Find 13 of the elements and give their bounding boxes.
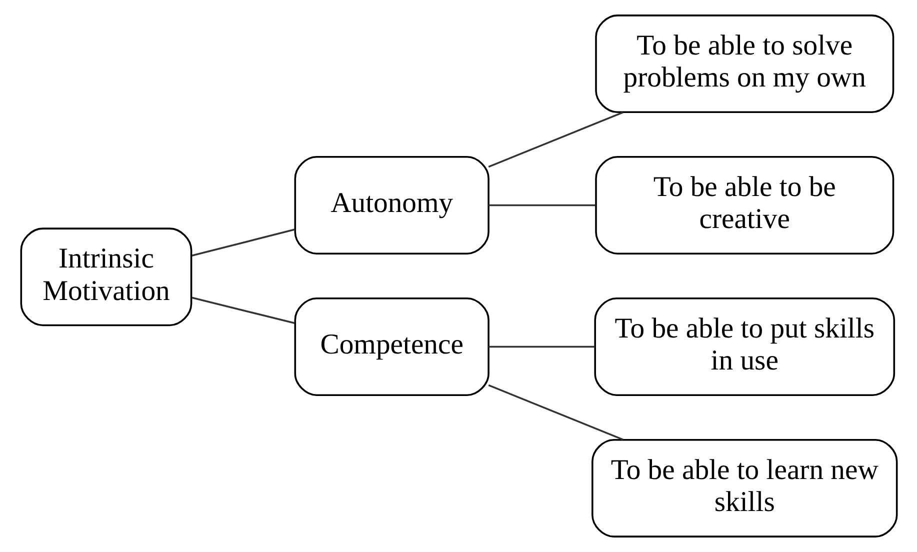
connector — [191, 296, 294, 324]
connector — [191, 228, 294, 256]
node-box: To be able to learn new skills — [591, 438, 898, 538]
connector — [488, 204, 595, 206]
connector — [488, 112, 623, 168]
node-box: Intrinsic Motivation — [20, 228, 192, 326]
node-box: To be able to be creative — [594, 156, 894, 255]
connector — [488, 384, 623, 440]
node-box: To be able to solve problems on my own — [594, 14, 894, 114]
connector — [488, 346, 594, 348]
node-box: Autonomy — [294, 156, 489, 255]
node-box: To be able to put skills in use — [594, 298, 895, 396]
node-box: Competence — [294, 298, 489, 396]
